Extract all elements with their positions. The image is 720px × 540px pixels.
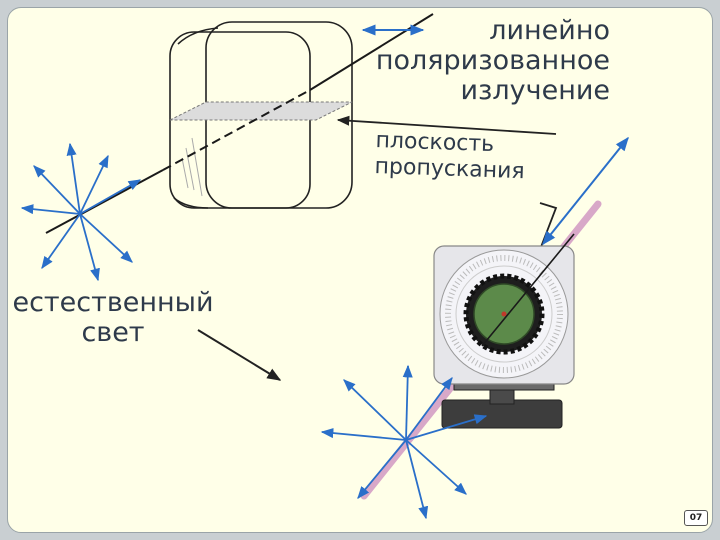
polarized-label-line-2: поляризованное — [375, 45, 610, 76]
natural-light-pointer — [197, 329, 282, 381]
transmission-plane — [169, 101, 353, 121]
light-ray-back — [45, 169, 164, 234]
transmission-plane-label: плоскость пропускания — [374, 128, 526, 185]
natural-label-line-1: естественный — [12, 287, 214, 318]
natural-light-star-bottom — [320, 364, 488, 520]
plane-label-line-2: пропускания — [374, 153, 526, 185]
plane-pointer — [336, 115, 557, 135]
natural-light-label: естественный свет — [10, 288, 216, 348]
light-ray-front — [481, 233, 575, 347]
transmitted-vibration-arrow — [542, 136, 629, 246]
diagram-canvas — [20, 13, 629, 520]
slide: линейно поляризованное излучение плоскос… — [7, 7, 713, 533]
natural-light-star-left — [20, 142, 142, 282]
polarized-radiation-label: линейно поляризованное излучение — [376, 16, 610, 106]
polarized-label-line-1: линейно — [489, 15, 610, 46]
natural-label-line-2: свет — [81, 317, 145, 348]
polarizer-disc-device — [433, 245, 575, 429]
page-number-badge: 07 — [684, 510, 708, 526]
polarized-label-line-3: излучение — [460, 75, 610, 106]
